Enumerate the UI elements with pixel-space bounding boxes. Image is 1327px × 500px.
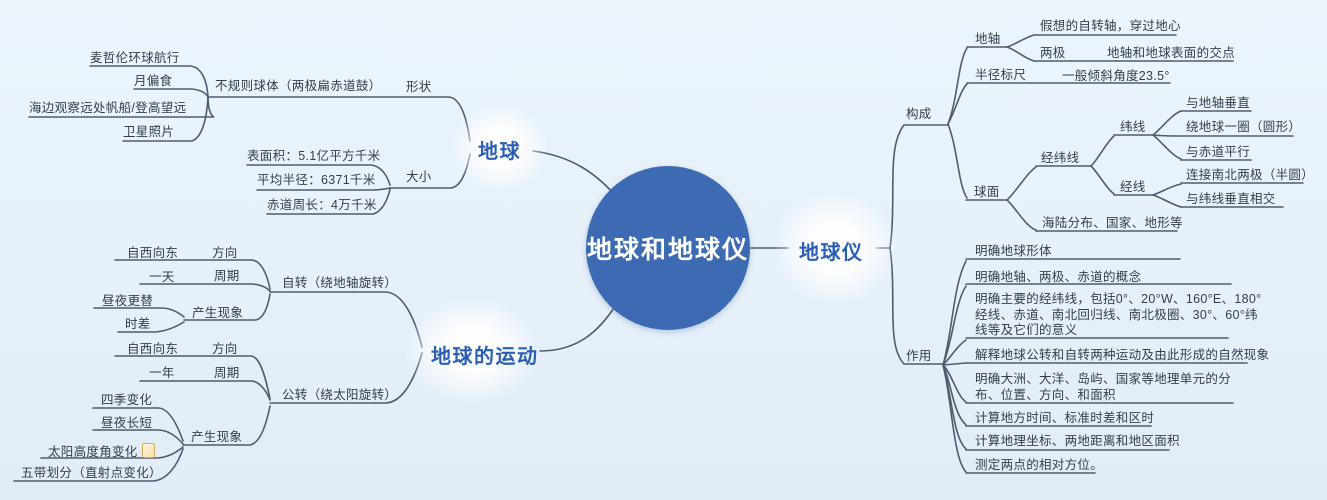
branch-globe[interactable]: 地球仪 (799, 242, 864, 264)
node-rotation-direction-label[interactable]: 方向 (212, 246, 238, 260)
node-latitude-label[interactable]: 纬线 (1120, 120, 1146, 134)
node-evidence-magellan[interactable]: 麦哲伦环球航行 (90, 51, 180, 65)
node-phenomenon-time-difference[interactable]: 时差 (125, 317, 151, 331)
node-surface-area[interactable]: 表面积：5.1亿平方千米 (247, 149, 381, 163)
node-revolution-period-label[interactable]: 周期 (214, 366, 240, 380)
node-revolution-direction-label[interactable]: 方向 (212, 342, 238, 356)
node-bracket-desc[interactable]: 一般倾斜角度23.5° (1062, 69, 1170, 83)
node-irregular-sphere[interactable]: 不规则球体（两极扁赤道鼓） (215, 79, 382, 93)
node-longitude-label[interactable]: 经线 (1120, 180, 1146, 194)
globe-node-glow (772, 190, 898, 306)
node-graticule-label[interactable]: 经纬线 (1041, 151, 1080, 165)
node-rotation-phenomena-label[interactable]: 产生现象 (192, 306, 244, 320)
node-revolution-phenomena-label[interactable]: 产生现象 (191, 430, 243, 444)
node-longitude-feature-connect-poles[interactable]: 连接南北两极（半圆） (1186, 168, 1315, 182)
node-latitude-feature-full-circle[interactable]: 绕地球一圈（圆形） (1186, 120, 1302, 134)
node-phenomenon-five-zones[interactable]: 五带划分（直射点变化） (21, 466, 162, 480)
node-phenomenon-day-night[interactable]: 昼夜更替 (102, 294, 154, 308)
node-latitude-feature-perpendicular-axis[interactable]: 与地轴垂直 (1186, 96, 1251, 110)
node-function-item-8[interactable]: 测定两点的相对方位。 (975, 458, 1104, 472)
node-latitude-feature-parallel-equator[interactable]: 与赤道平行 (1186, 145, 1251, 159)
node-revolution-period-value[interactable]: 一年 (149, 366, 175, 380)
node-bracket-label[interactable]: 半径标尺 (975, 68, 1027, 82)
branch-earth-motion[interactable]: 地球的运动 (431, 346, 539, 368)
node-shape-label[interactable]: 形状 (406, 80, 432, 94)
node-evidence-lunar-eclipse[interactable]: 月偏食 (134, 74, 173, 88)
node-equator-circumference[interactable]: 赤道周长：4万千米 (267, 198, 377, 212)
node-rotation-direction-value[interactable]: 自西向东 (127, 246, 179, 260)
node-longitude-feature-perpendicular-latitude[interactable]: 与纬线垂直相交 (1186, 192, 1276, 206)
node-composition-label[interactable]: 构成 (906, 107, 932, 121)
node-poles-label[interactable]: 两极 (1040, 46, 1066, 60)
node-function-item-7[interactable]: 计算地理坐标、两地距离和地区面积 (975, 434, 1180, 448)
phenomenon-sun-angle-label: 太阳高度角变化 (48, 445, 138, 459)
node-axis-desc[interactable]: 假想的自转轴，穿过地心 (1040, 19, 1181, 33)
earth-node-glow (452, 104, 548, 192)
node-rotation[interactable]: 自转（绕地轴旋转） (282, 276, 398, 290)
node-function-item-4[interactable]: 解释地球公转和自转两种运动及由此形成的自然现象 (975, 348, 1270, 362)
node-function-item-6[interactable]: 计算地方时间、标准时差和区时 (975, 411, 1155, 425)
motion-node-glow (404, 296, 540, 404)
node-function-item-1[interactable]: 明确地球形体 (975, 244, 1052, 258)
node-axis-label[interactable]: 地轴 (975, 32, 1001, 46)
node-poles-desc[interactable]: 地轴和地球表面的交点 (1107, 46, 1236, 60)
node-function-label[interactable]: 作用 (906, 349, 932, 363)
note-icon[interactable] (141, 443, 155, 458)
node-phenomenon-seasons[interactable]: 四季变化 (101, 393, 153, 407)
node-rotation-period-label[interactable]: 周期 (214, 269, 240, 283)
node-size-label[interactable]: 大小 (406, 170, 432, 184)
node-average-radius[interactable]: 平均半径：6371千米 (257, 173, 376, 187)
branch-earth[interactable]: 地球 (478, 141, 521, 163)
central-topic[interactable]: 地球和地球仪 (586, 166, 750, 330)
node-revolution-direction-value[interactable]: 自西向东 (127, 342, 179, 356)
node-sphere-content[interactable]: 海陆分布、国家、地形等 (1042, 216, 1183, 230)
node-evidence-satellite-photo[interactable]: 卫星照片 (123, 125, 175, 139)
node-revolution[interactable]: 公转（绕太阳旋转） (282, 388, 398, 402)
node-phenomenon-sun-angle[interactable]: 太阳高度角变化 (48, 443, 155, 460)
central-topic-label: 地球和地球仪 (586, 236, 749, 264)
node-sphere-label[interactable]: 球面 (974, 185, 1000, 199)
node-function-item-5[interactable]: 明确大洲、大洋、岛屿、国家等地理单元的分布、位置、方向、和面积 (975, 372, 1232, 402)
node-evidence-seaside-ships[interactable]: 海边观察远处帆船/登高望远 (29, 101, 187, 115)
node-rotation-period-value[interactable]: 一天 (149, 270, 175, 284)
node-phenomenon-daynight-length[interactable]: 昼夜长短 (101, 416, 153, 430)
node-function-item-2[interactable]: 明确地轴、两极、赤道的概念 (975, 270, 1142, 284)
node-function-item-3[interactable]: 明确主要的经纬线，包括0°、20°W、160°E、180°经线、赤道、南北回归线… (975, 292, 1262, 337)
